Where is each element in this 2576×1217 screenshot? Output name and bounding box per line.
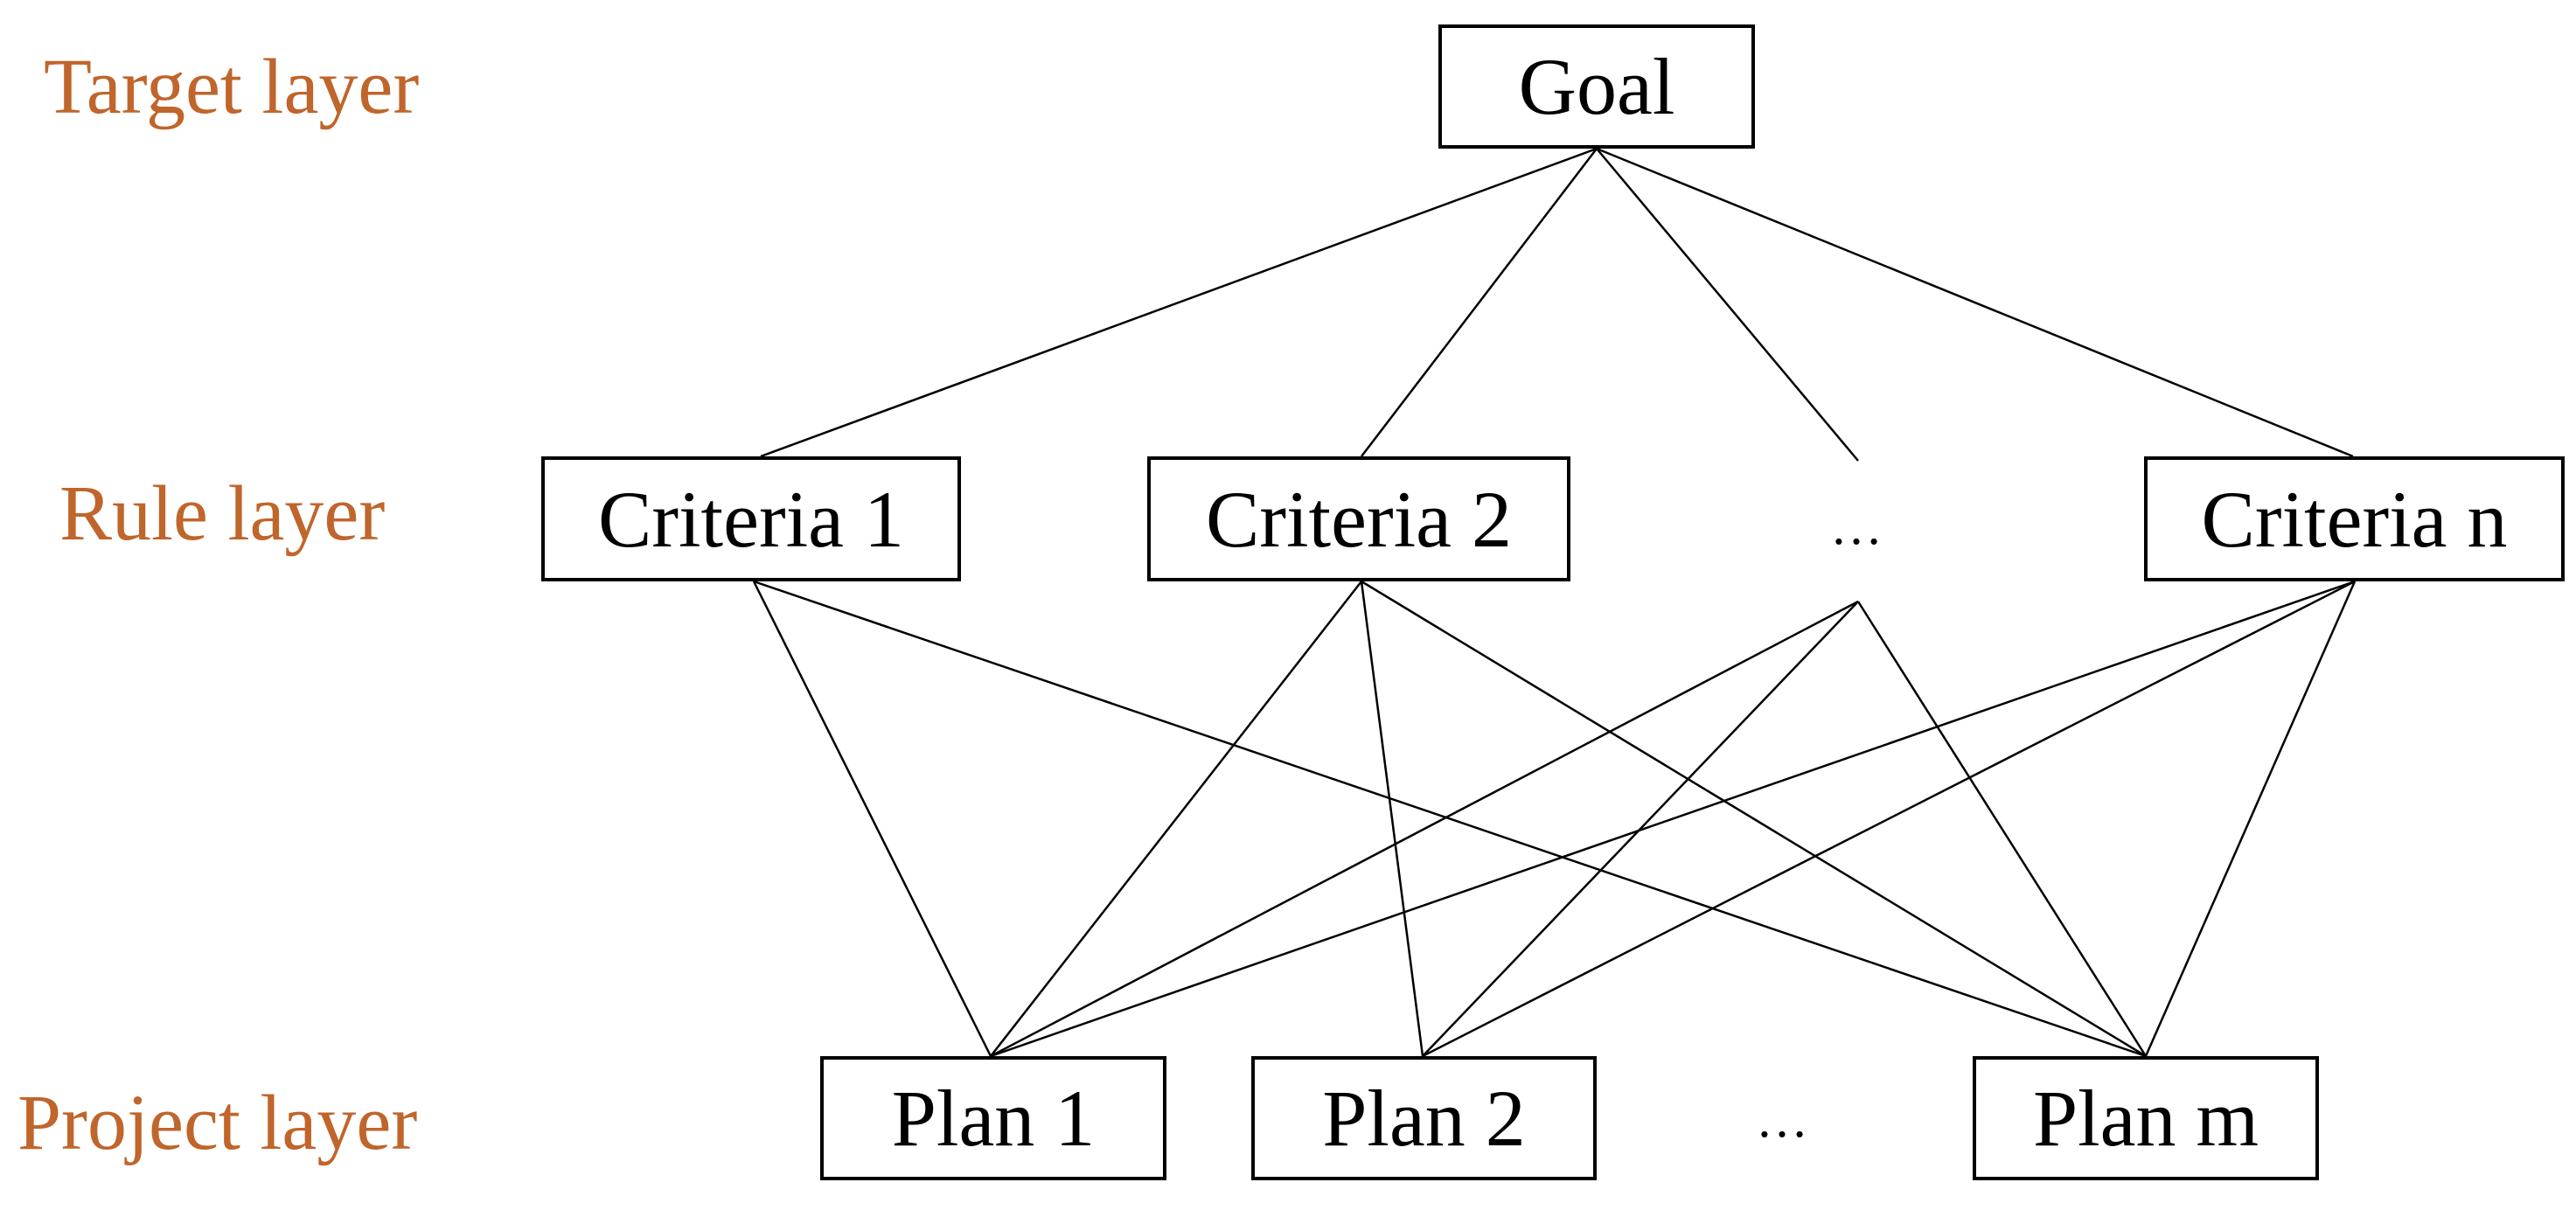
target-layer-label: Target layer xyxy=(44,44,420,130)
edge-criteria-2-plan-1 xyxy=(990,581,1362,1057)
criteria-ellipsis: … xyxy=(1830,497,1883,555)
edge-criteria-1-plan-1 xyxy=(752,581,992,1057)
edge-ellipsis-plan-m xyxy=(1856,601,2148,1057)
criteria-n-node: Criteria n xyxy=(2144,456,2565,581)
edge-ellipsis-plan-1 xyxy=(990,600,1859,1058)
edge-goal-criteria-2 xyxy=(1361,148,1598,457)
plans-ellipsis: … xyxy=(1756,1090,1808,1148)
plan-m-node: Plan m xyxy=(1973,1056,2319,1180)
edge-criteria-n-plan-m xyxy=(2144,581,2357,1057)
edge-ellipsis-plan-2 xyxy=(1422,601,1859,1057)
edge-goal-criteria-n xyxy=(1596,147,2354,458)
goal-node: Goal xyxy=(1438,24,1755,149)
edge-criteria-n-plan-1 xyxy=(990,580,2356,1058)
criteria-2-node: Criteria 2 xyxy=(1147,456,1570,581)
edge-goal-ellipsis xyxy=(1596,148,1859,462)
plan-2-node: Plan 2 xyxy=(1251,1056,1597,1180)
project-layer-label: Project layer xyxy=(17,1080,418,1166)
rule-layer-label: Rule layer xyxy=(59,470,386,557)
edge-criteria-2-plan-2 xyxy=(1360,581,1424,1057)
edge-criteria-2-plan-m xyxy=(1361,580,2147,1058)
edge-criteria-n-plan-2 xyxy=(1422,580,2356,1058)
criteria-1-node: Criteria 1 xyxy=(541,456,961,581)
edge-criteria-1-plan-m xyxy=(753,580,2147,1058)
plan-1-node: Plan 1 xyxy=(820,1056,1166,1180)
edge-goal-criteria-1 xyxy=(760,147,1598,458)
